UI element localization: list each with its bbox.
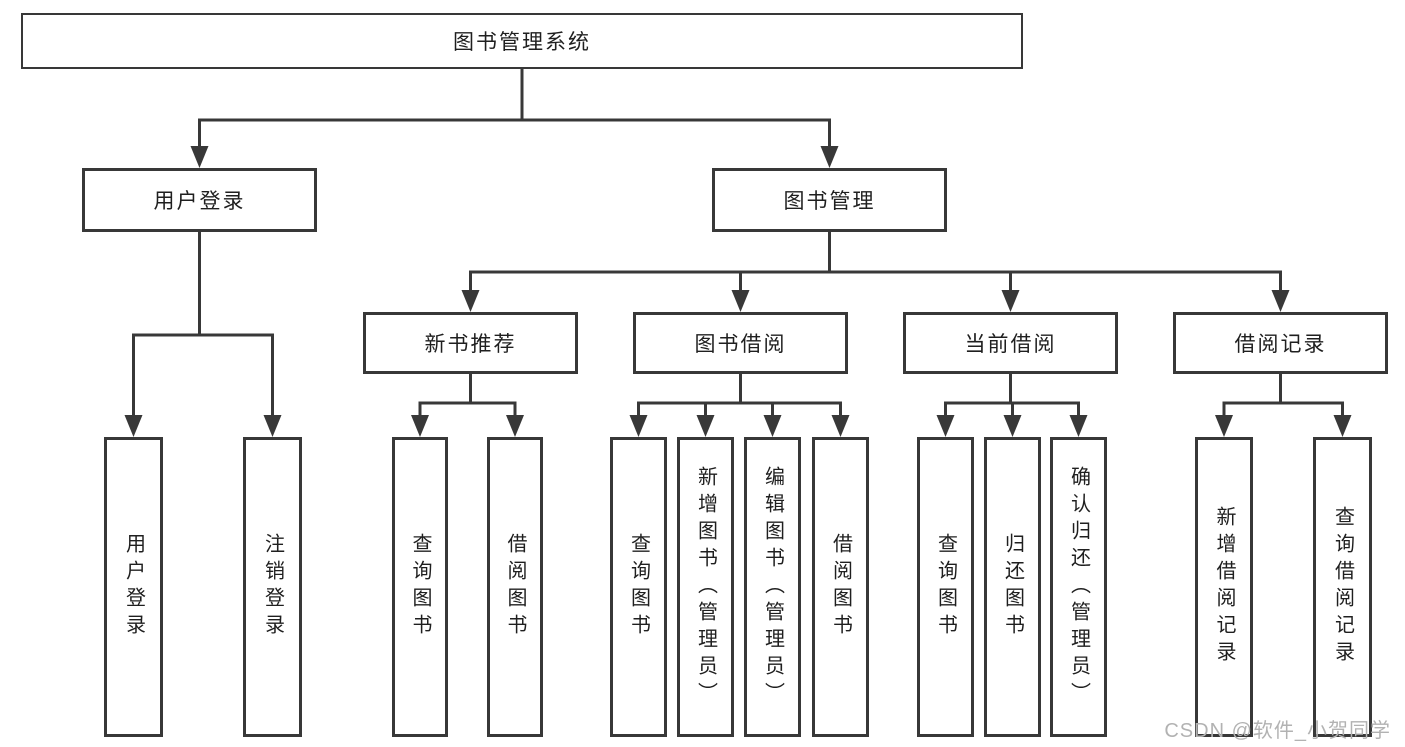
node-book-borrow: 图书借阅: [633, 312, 848, 374]
node-root: 图书管理系统: [21, 13, 1023, 69]
leaf-query-books-recommend: 查询图书: [392, 437, 448, 737]
leaf-query-borrow-record: 查询借阅记录: [1313, 437, 1372, 737]
node-current-borrow: 当前借阅: [903, 312, 1118, 374]
leaf-query-books-current: 查询图书: [917, 437, 974, 737]
leaf-confirm-return-admin: 确认归还（管理员）: [1050, 437, 1107, 737]
node-new-book-recommend: 新书推荐: [363, 312, 578, 374]
leaf-edit-book-admin: 编辑图书（管理员）: [744, 437, 801, 737]
leaf-query-books-borrow: 查询图书: [610, 437, 667, 737]
node-book-management: 图书管理: [712, 168, 947, 232]
leaf-user-login: 用户登录: [104, 437, 163, 737]
node-borrow-records: 借阅记录: [1173, 312, 1388, 374]
node-user-login: 用户登录: [82, 168, 317, 232]
watermark: CSDN @软件_小贺同学: [1164, 720, 1391, 742]
leaf-return-book: 归还图书: [984, 437, 1041, 737]
leaf-borrow-books: 借阅图书: [812, 437, 869, 737]
leaf-logout: 注销登录: [243, 437, 302, 737]
leaf-add-borrow-record: 新增借阅记录: [1195, 437, 1253, 737]
leaf-add-book-admin: 新增图书（管理员）: [677, 437, 734, 737]
leaf-borrow-books-recommend: 借阅图书: [487, 437, 543, 737]
